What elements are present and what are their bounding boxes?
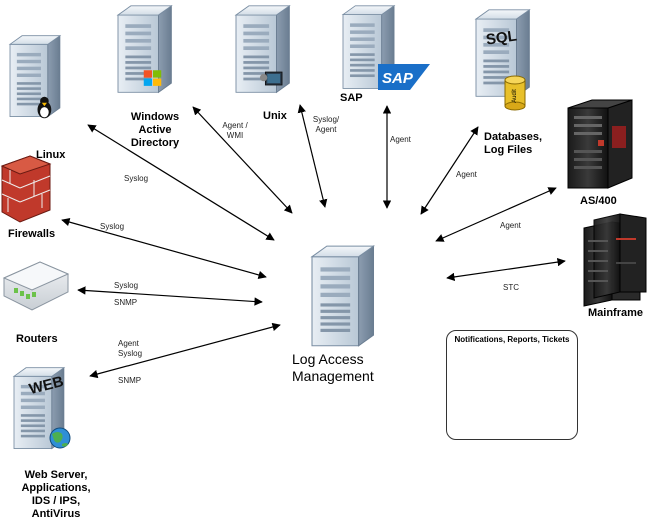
arrow-unix bbox=[297, 104, 328, 208]
conn-label-web-snmp: SNMP bbox=[118, 376, 142, 385]
audit-database-icon: Audit bbox=[504, 75, 526, 111]
log-management-server bbox=[311, 245, 375, 347]
arrow-mainframe bbox=[446, 257, 566, 282]
linux-label: Linux bbox=[36, 149, 66, 161]
tux-icon bbox=[37, 96, 52, 119]
windows-server bbox=[117, 5, 172, 93]
conn-label-linux: Syslog bbox=[124, 174, 149, 183]
windows-label-line3: Directory bbox=[130, 137, 180, 149]
conn-label-unix-line2: Agent bbox=[315, 125, 337, 134]
arrow-databases bbox=[420, 126, 479, 215]
arrow-as400 bbox=[435, 187, 557, 242]
databases-label-line1: Databases, bbox=[484, 131, 543, 143]
conn-label-windows: Agent / WMI bbox=[218, 121, 252, 141]
conn-label-databases: Agent bbox=[456, 170, 477, 179]
arrow-routers bbox=[77, 286, 263, 306]
unix-label: Unix bbox=[263, 110, 287, 122]
windows-label-line1: Windows bbox=[130, 111, 180, 123]
conn-label-firewalls: Syslog bbox=[100, 222, 125, 231]
conn-label-windows-line2: WMI bbox=[226, 131, 244, 140]
mainframe-racks bbox=[583, 213, 647, 307]
conn-label-web-syslog: Syslog bbox=[118, 349, 143, 358]
center-title: Log Access Management bbox=[292, 351, 374, 385]
sql-badge: SQL bbox=[485, 27, 518, 48]
as400-rack bbox=[567, 99, 633, 189]
webserver-label-line1: Web Server, bbox=[24, 469, 88, 481]
outputs-panel: Notifications, Reports, Tickets bbox=[446, 330, 578, 440]
outputs-panel-title: Notifications, Reports, Tickets bbox=[454, 335, 570, 344]
unix-terminal-icon bbox=[259, 71, 283, 86]
mainframe-label: Mainframe bbox=[588, 307, 644, 319]
audit-label: Audit bbox=[512, 89, 518, 103]
globe-icon bbox=[49, 427, 71, 449]
conn-label-windows-line1: Agent / bbox=[222, 121, 248, 130]
conn-label-routers-syslog: Syslog bbox=[114, 281, 139, 290]
firewall-icon bbox=[0, 155, 52, 223]
sap-label: SAP bbox=[340, 92, 363, 104]
conn-label-as400: Agent bbox=[500, 221, 521, 230]
conn-label-mainframe: STC bbox=[503, 283, 519, 292]
center-title-line1: Log Access bbox=[292, 351, 364, 367]
conn-label-unix: Syslog/ Agent bbox=[310, 115, 342, 135]
databases-label-line2: Log Files bbox=[484, 144, 533, 156]
conn-label-web-agent: Agent bbox=[118, 339, 139, 348]
conn-label-unix-line1: Syslog/ bbox=[312, 115, 340, 124]
conn-label-routers-snmp: SNMP bbox=[114, 298, 138, 307]
webserver-label-line2: Applications, bbox=[21, 482, 91, 494]
webserver-label-line4: AntiVirus bbox=[31, 508, 81, 520]
firewalls-label: Firewalls bbox=[8, 228, 56, 240]
linux-server bbox=[9, 35, 61, 119]
center-title-line2: Management bbox=[292, 368, 374, 384]
conn-label-sap: Agent bbox=[390, 135, 411, 144]
arrow-webserver bbox=[89, 322, 281, 379]
connection-arrows bbox=[61, 104, 566, 379]
as400-label: AS/400 bbox=[580, 195, 617, 207]
sap-logo-text: SAP bbox=[382, 70, 414, 87]
routers-label: Routers bbox=[16, 333, 58, 345]
arrow-firewalls bbox=[61, 217, 267, 280]
sap-logo: SAP bbox=[378, 64, 430, 90]
windows-logo-icon bbox=[143, 70, 162, 86]
router-icon bbox=[2, 261, 70, 311]
windows-label-line2: Active bbox=[138, 124, 172, 136]
unix-server bbox=[235, 5, 290, 93]
webserver-label-line3: IDS / IPS, bbox=[31, 495, 81, 507]
arrow-windows bbox=[192, 106, 293, 214]
windows-label: Windows Active Directory bbox=[122, 111, 188, 150]
webserver-label: Web Server, Applications, IDS / IPS, Ant… bbox=[14, 469, 98, 521]
databases-label: Databases, Log Files bbox=[484, 131, 542, 157]
